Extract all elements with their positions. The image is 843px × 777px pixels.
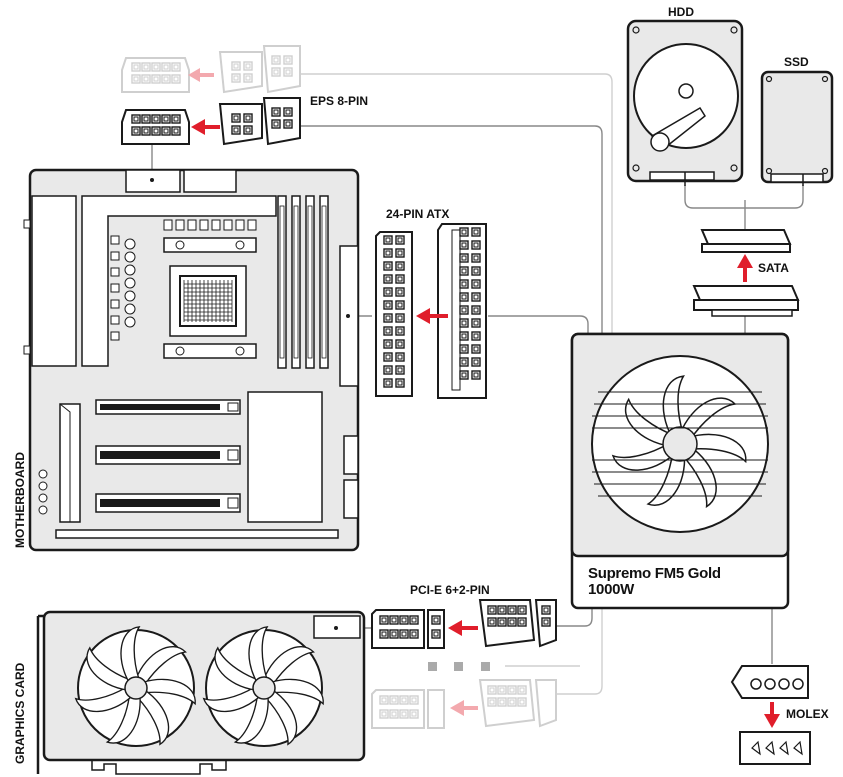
eps-arrow [191,119,220,135]
pcie-connectors [371,599,557,649]
more-connectors-dots [428,662,490,671]
hdd-label: HDD [668,5,694,19]
sata-connectors [692,229,800,317]
ssd-drive [760,70,834,186]
ssd-label: SSD [784,55,809,69]
cpu-socket-pins [183,280,233,322]
graphics-card-label: GRAPHICS CARD [13,662,27,764]
molex-connectors [730,665,811,765]
atx-24pin-connectors [375,223,487,399]
atx-arrow [416,308,448,324]
pcie-label: PCI-E 6+2-PIN [410,583,490,597]
molex-label: MOLEX [786,707,829,721]
eps-connectors-faded [121,45,301,94]
pcie-connectors-faded [371,679,557,729]
eps-connectors [121,97,301,146]
sata-label: SATA [758,261,789,275]
hdd-drive [626,19,744,186]
psu-fan-grill [592,391,768,497]
atx-label: 24-PIN ATX [386,207,449,221]
motherboard [23,168,360,552]
graphics-card [36,610,366,775]
motherboard-label: MOTHERBOARD [13,452,27,548]
pcie-arrow [448,620,478,636]
molex-arrow [764,702,780,728]
psu-wattage: 1000W [588,581,635,598]
psu-model-name: Supremo FM5 Gold [588,565,721,582]
power-supply-unit [570,332,790,610]
pcie-slots [95,399,241,513]
ram-slots [277,195,329,369]
eps-label: EPS 8-PIN [310,94,368,108]
sata-arrow [737,254,753,282]
psu-model-label: Supremo FM5 Gold 1000W [588,566,788,598]
